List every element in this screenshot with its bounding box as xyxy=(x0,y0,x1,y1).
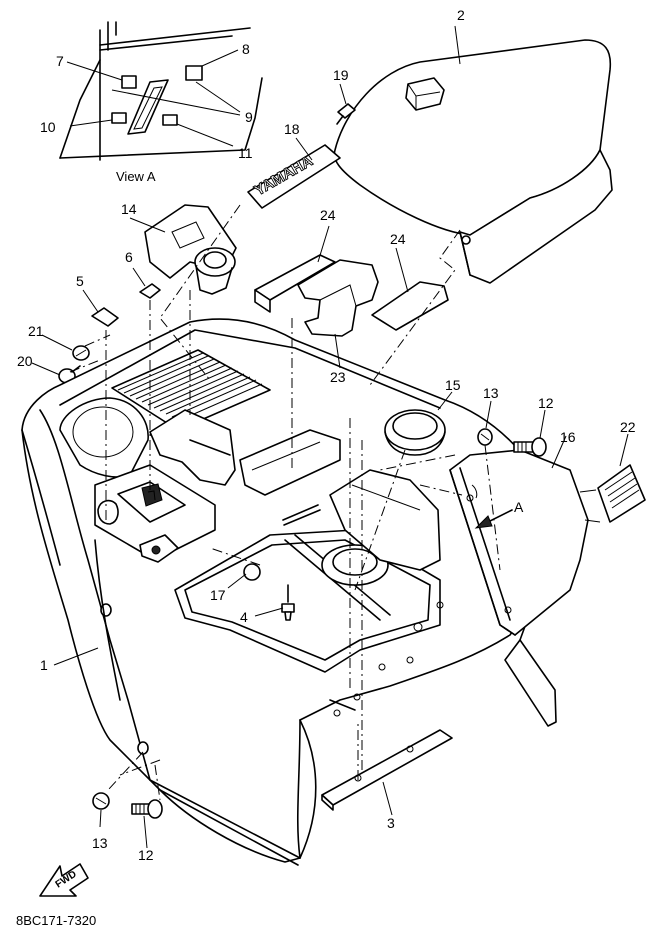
callout-3: 3 xyxy=(387,815,395,831)
bracket-part-23 xyxy=(297,259,379,337)
nut-part-13-upper xyxy=(477,428,493,446)
arrow-a-label: A xyxy=(514,499,524,515)
bolt-part-12-upper xyxy=(513,437,547,457)
callout-12-upper: 12 xyxy=(538,395,554,411)
main-body-part-1 xyxy=(21,318,561,866)
callout-17: 17 xyxy=(210,587,226,603)
callout-20: 20 xyxy=(17,353,33,369)
callout-12-lower: 12 xyxy=(138,847,154,863)
leader-lines xyxy=(31,25,629,849)
nut-part-13-lower xyxy=(92,792,110,810)
side-panel-part-16 xyxy=(449,449,589,636)
callout-9: 9 xyxy=(245,109,253,125)
view-a-caption: View A xyxy=(116,169,156,184)
fwd-arrow-icon: FWD xyxy=(39,863,89,897)
callout-4: 4 xyxy=(240,609,248,625)
callout-11: 11 xyxy=(238,145,253,161)
callout-10: 10 xyxy=(40,119,56,135)
cover-lid-part-2 xyxy=(333,39,613,284)
callout-5: 5 xyxy=(76,273,84,289)
screw-part-19 xyxy=(336,103,356,125)
callout-18: 18 xyxy=(284,121,300,137)
callout-19: 19 xyxy=(333,67,349,83)
callout-13-lower: 13 xyxy=(92,835,108,851)
callout-24-right: 24 xyxy=(390,231,406,247)
callout-22: 22 xyxy=(620,419,636,435)
bolt-part-12-lower xyxy=(131,799,163,819)
callout-7: 7 xyxy=(56,53,64,69)
view-a-inset xyxy=(59,21,263,161)
callout-23: 23 xyxy=(330,369,346,385)
rivet-part-4 xyxy=(281,584,295,621)
callout-13-upper: 13 xyxy=(483,385,499,401)
label-part-22 xyxy=(579,464,646,523)
plug-part-17 xyxy=(243,563,261,581)
alignment-lines xyxy=(69,204,501,801)
callout-24-left: 24 xyxy=(320,207,336,223)
callout-21: 21 xyxy=(28,323,44,339)
callout-2: 2 xyxy=(457,7,465,23)
nut-part-21 xyxy=(72,345,90,361)
pad-part-24-right xyxy=(371,281,449,331)
pad-part-24-left xyxy=(254,254,336,313)
clip-part-5 xyxy=(91,307,119,327)
callout-8: 8 xyxy=(242,41,250,57)
yamaha-emblem-part-18: YAMAHA xyxy=(247,144,341,209)
callout-1: 1 xyxy=(40,657,48,673)
clip-part-6 xyxy=(139,283,161,299)
callout-16: 16 xyxy=(560,429,576,445)
grommet-part-15 xyxy=(384,409,446,456)
diagram-code: 8BC171-7320 xyxy=(16,913,97,928)
bracket-part-14 xyxy=(144,204,237,295)
callout-15: 15 xyxy=(445,377,461,393)
grille-slats xyxy=(117,352,263,422)
callout-6: 6 xyxy=(125,249,133,265)
bracket-plate-part-3 xyxy=(321,729,453,811)
callout-14: 14 xyxy=(121,201,137,217)
